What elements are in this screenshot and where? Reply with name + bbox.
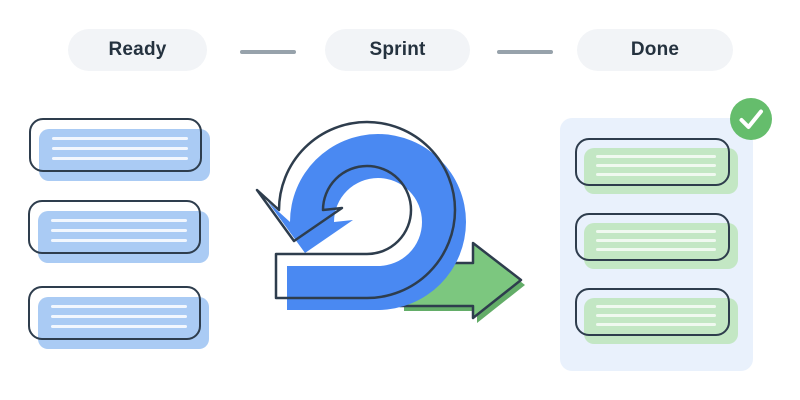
stage-pill-done: Done (577, 29, 733, 71)
stage-connector (497, 50, 553, 54)
done-card (575, 288, 740, 346)
ready-card-fill (39, 129, 210, 181)
ready-card (29, 118, 211, 182)
text-placeholder-line (52, 137, 188, 140)
text-placeholder-line (51, 239, 187, 242)
text-placeholder-line (596, 155, 716, 158)
done-card-fill (584, 298, 738, 344)
text-placeholder-line (52, 147, 188, 150)
ready-card-outline (29, 118, 202, 172)
text-placeholder-line (51, 315, 187, 318)
text-placeholder-line (596, 305, 716, 308)
text-placeholder-line (51, 325, 187, 328)
ready-card-fill (38, 297, 209, 349)
text-placeholder-line (596, 248, 716, 251)
text-placeholder-line (596, 314, 716, 317)
ready-card-fill (38, 211, 209, 263)
check-icon (730, 98, 772, 140)
stage-pill-ready-label: Ready (108, 39, 167, 60)
done-card-outline (575, 288, 730, 336)
ready-card (28, 286, 210, 350)
text-placeholder-line (51, 229, 187, 232)
stage-pill-sprint: Sprint (325, 29, 470, 71)
stage-pill-done-label: Done (630, 39, 680, 60)
text-placeholder-line (596, 323, 716, 326)
ready-card-outline (28, 286, 201, 340)
text-placeholder-line (51, 219, 187, 222)
done-card-outline (575, 213, 730, 261)
ready-card (28, 200, 210, 264)
text-placeholder-line (596, 230, 716, 233)
done-card (575, 213, 740, 271)
sprint-loop-icon (255, 120, 525, 323)
text-placeholder-line (52, 157, 188, 160)
done-card (575, 138, 740, 196)
done-card-fill (584, 223, 738, 269)
sprint-loop-fill (268, 134, 466, 310)
stage-connector (240, 50, 296, 54)
done-card-fill (584, 148, 738, 194)
stage-pill-ready: Ready (68, 29, 207, 71)
text-placeholder-line (51, 305, 187, 308)
ready-card-outline (28, 200, 201, 254)
text-placeholder-line (596, 164, 716, 167)
text-placeholder-line (596, 239, 716, 242)
done-card-outline (575, 138, 730, 186)
stage-pill-sprint-label: Sprint (369, 39, 426, 60)
text-placeholder-line (596, 173, 716, 176)
